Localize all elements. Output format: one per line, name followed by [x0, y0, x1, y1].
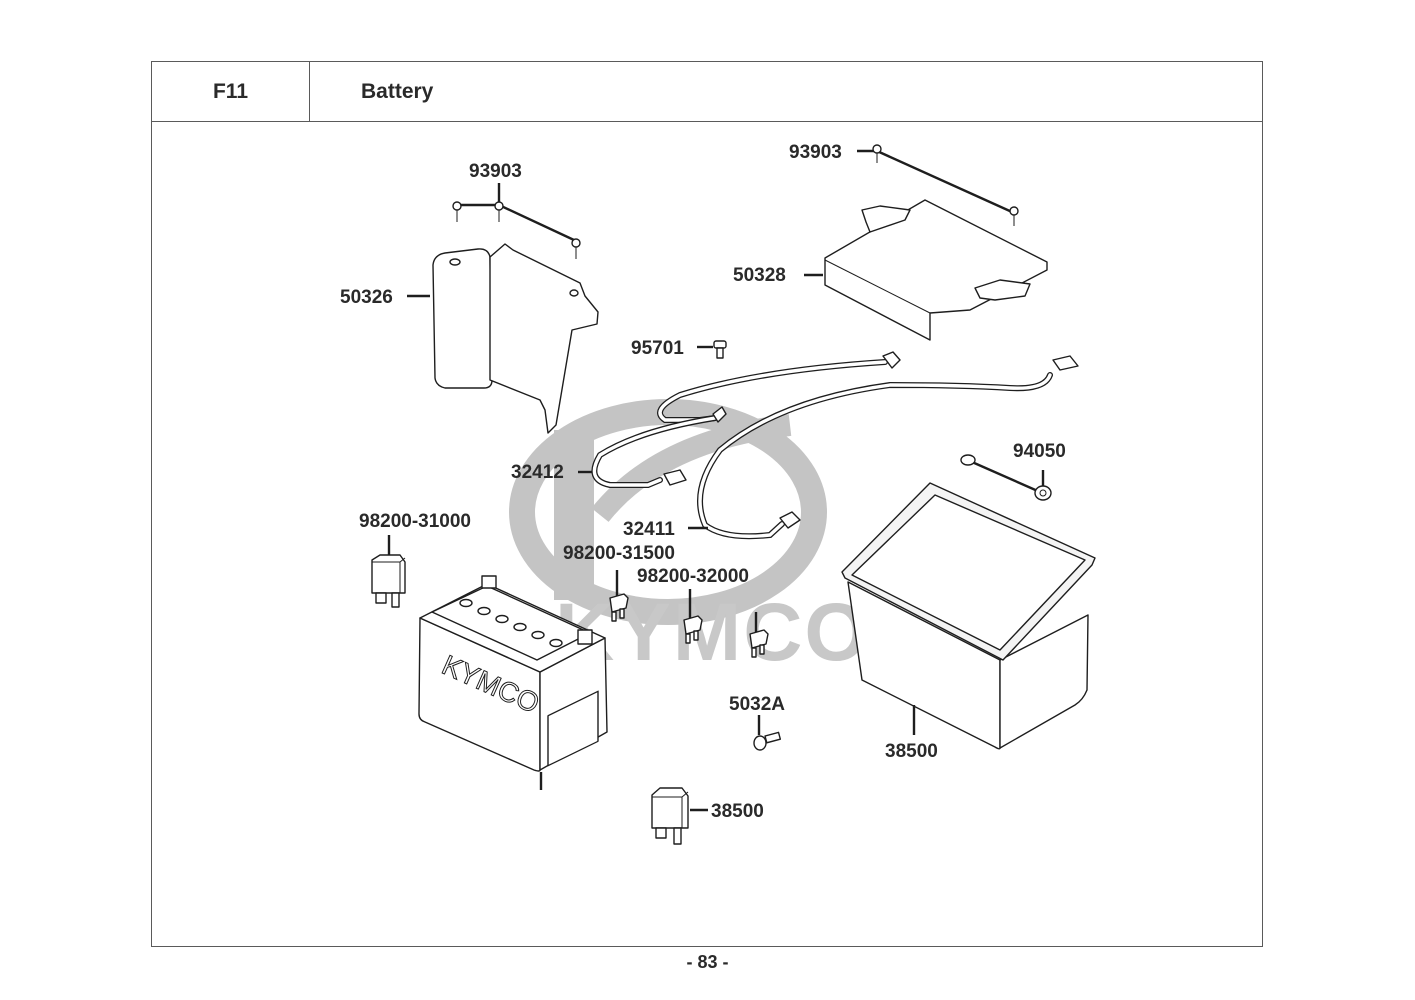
- part-relay-upper[interactable]: 98200-31000: [359, 511, 471, 608]
- screw-icon: [753, 731, 782, 751]
- screw-icon: [452, 201, 581, 259]
- part-label: 38500: [711, 801, 764, 822]
- cover-side-panel: [432, 248, 493, 389]
- section-code-cell: [151, 61, 310, 122]
- part-label: 98200-31500: [563, 543, 675, 564]
- part-relay-lower[interactable]: 38500: [651, 787, 764, 845]
- part-label: 98200-32000: [637, 566, 749, 587]
- part-label: 38500: [885, 741, 938, 762]
- part-label: 50328: [733, 265, 786, 286]
- fuse-icon: [683, 615, 703, 644]
- part-label: 93903: [789, 142, 842, 163]
- box-interior: [851, 494, 1086, 651]
- header-divider: [151, 121, 1263, 122]
- cable-terminal: [779, 511, 801, 529]
- part-battery-box[interactable]: 38500: [841, 482, 1096, 762]
- part-screw-top-right[interactable]: 93903: [789, 142, 1019, 226]
- part-battery[interactable]: KYMCO: [418, 575, 608, 790]
- part-fuse-10a[interactable]: 98200-31500: [563, 543, 675, 622]
- watermark-oval: [509, 399, 827, 625]
- fuse-icon: [609, 593, 629, 622]
- part-label: 5032A: [729, 694, 785, 715]
- cable-terminal: [712, 406, 727, 423]
- battery-side-label: [547, 690, 599, 767]
- relay-icon: [651, 787, 689, 845]
- section-title: Battery: [361, 79, 434, 103]
- kymco-watermark: KYMCO: [509, 399, 870, 678]
- part-label: 94050: [1013, 441, 1066, 462]
- fuse-icon: [749, 629, 769, 658]
- battery-terminal: [481, 575, 593, 645]
- part-battery-cover-side[interactable]: 50326: [340, 243, 599, 434]
- cable-terminal: [663, 469, 687, 486]
- bolt-icon: [713, 340, 727, 359]
- part-label: 32411: [623, 519, 675, 540]
- relay-icon: [371, 554, 406, 608]
- diagram-frame: [151, 61, 1263, 947]
- part-cable-32412[interactable]: 32412: [511, 351, 901, 488]
- part-fuse-15a[interactable]: 98200-32000: [637, 566, 749, 644]
- cable-terminal: [882, 351, 901, 369]
- battery-cell-caps: [459, 598, 563, 648]
- cable-terminal: [1052, 355, 1079, 371]
- part-battery-cover-top[interactable]: 50328: [733, 199, 1048, 341]
- part-fuse-20a[interactable]: [749, 612, 769, 658]
- screw-icon: [872, 144, 1019, 226]
- part-label: 95701: [631, 338, 684, 359]
- part-bolt-95701[interactable]: 95701: [631, 338, 727, 359]
- top-cover-plate: [824, 199, 1048, 341]
- nut-icon: [960, 454, 1052, 501]
- box-side-face: [999, 614, 1089, 749]
- watermark-text: KYMCO: [555, 587, 870, 678]
- part-cable-32411[interactable]: 32411: [623, 355, 1079, 540]
- part-screw-top-left[interactable]: 93903: [452, 161, 581, 259]
- section-code: F11: [212, 79, 249, 103]
- top-cover-tab: [861, 205, 911, 233]
- top-cover-tab: [974, 279, 1031, 301]
- part-nut-94050[interactable]: 94050: [960, 441, 1066, 501]
- cover-main-panel: [489, 243, 599, 434]
- part-label: 93903: [469, 161, 522, 182]
- part-screw-90112[interactable]: 5032A: [729, 694, 785, 751]
- page-number: - 83 -: [686, 952, 729, 972]
- part-label: 50326: [340, 287, 393, 308]
- part-label: 32412: [511, 462, 564, 483]
- watermark-k-arm: [591, 414, 792, 522]
- part-label: 98200-31000: [359, 511, 471, 532]
